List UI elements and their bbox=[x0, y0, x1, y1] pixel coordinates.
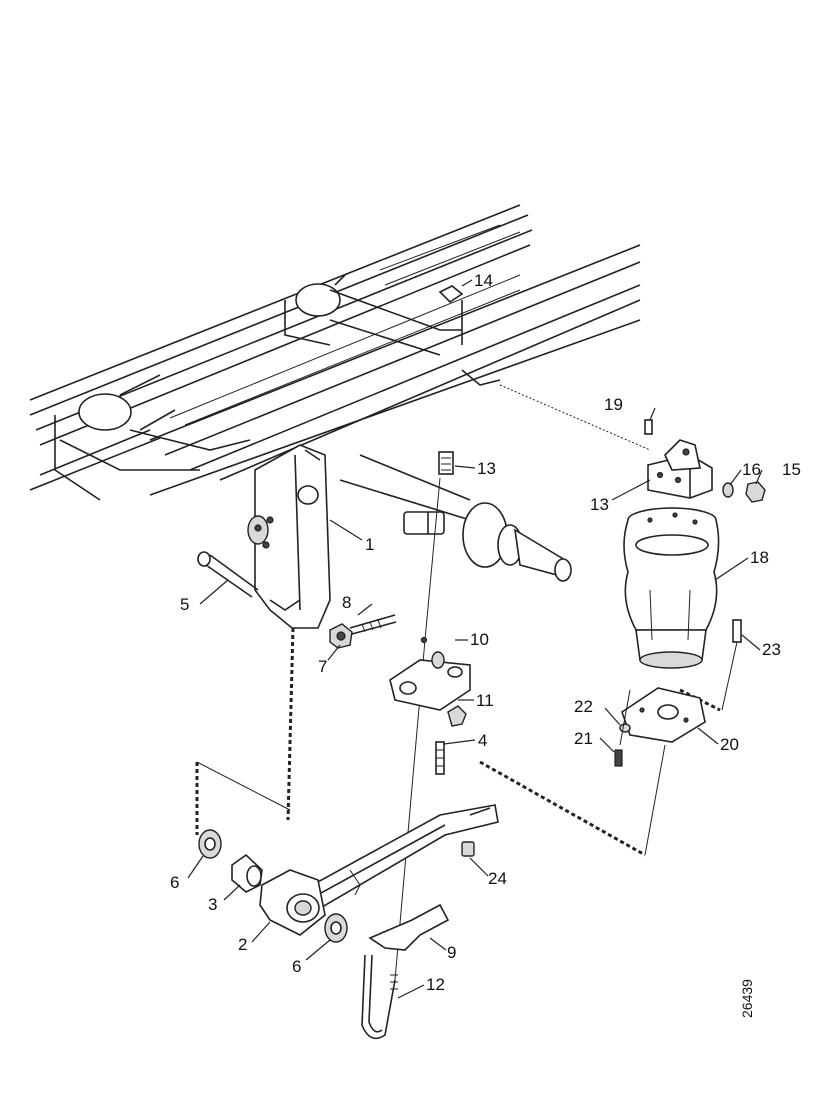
u-bolt bbox=[361, 954, 398, 1040]
callout-14: 13 bbox=[590, 495, 609, 514]
callout-4: 4 bbox=[478, 731, 487, 750]
callout-19: 19 bbox=[604, 395, 623, 414]
bolt-and-nut bbox=[329, 614, 397, 649]
bolt-23 bbox=[721, 619, 742, 711]
callout-labels: 14 13 1 5 8 7 10 11 4 19 13 16 15 18 23 … bbox=[170, 271, 801, 994]
callout-3: 3 bbox=[208, 895, 217, 914]
callout-12: 12 bbox=[426, 975, 445, 994]
callout-22: 22 bbox=[574, 697, 593, 716]
figure-number: 26439 bbox=[739, 979, 755, 1018]
hanger-bolt bbox=[197, 551, 259, 598]
callout-21: 21 bbox=[574, 729, 593, 748]
air-spring-bracket bbox=[647, 439, 713, 499]
callout-17: 16 bbox=[742, 460, 761, 479]
air-bellows bbox=[623, 507, 720, 669]
bushing-and-washers bbox=[198, 829, 348, 943]
clamp-plate bbox=[389, 636, 471, 727]
lower-plate bbox=[368, 903, 450, 951]
nut-and-bolt-lower bbox=[614, 689, 631, 767]
callout-1: 1 bbox=[365, 535, 374, 554]
callout-10: 10 bbox=[470, 630, 489, 649]
mounting-plate bbox=[621, 687, 706, 743]
washer-and-nut bbox=[722, 481, 766, 503]
callout-6b: 6 bbox=[292, 957, 301, 976]
nut-24 bbox=[461, 841, 475, 857]
callout-23: 23 bbox=[762, 640, 781, 659]
callout-13: 13 bbox=[477, 459, 496, 478]
u-bolt-guide-line bbox=[394, 477, 441, 981]
callout-8: 8 bbox=[342, 593, 351, 612]
bolt-19 bbox=[644, 419, 653, 435]
callout-9: 9 bbox=[447, 943, 456, 962]
spring-hanger-bracket bbox=[247, 444, 331, 629]
callout-15: 14 bbox=[474, 271, 493, 290]
callout-7: 7 bbox=[318, 657, 327, 676]
leader-lines bbox=[187, 279, 763, 999]
leaf-spring bbox=[259, 804, 499, 936]
callout-18: 18 bbox=[750, 548, 769, 567]
axle-spindle bbox=[339, 451, 572, 582]
callout-6a: 6 bbox=[170, 873, 179, 892]
callout-16: 15 bbox=[782, 460, 801, 479]
callout-2: 2 bbox=[238, 935, 247, 954]
bolt-15 bbox=[438, 285, 464, 304]
callout-11: 11 bbox=[476, 691, 494, 710]
callout-5: 5 bbox=[180, 595, 189, 614]
callout-24: 24 bbox=[488, 869, 507, 888]
callout-20: 20 bbox=[720, 735, 739, 754]
stud bbox=[435, 741, 445, 775]
chassis-frame bbox=[29, 204, 651, 501]
